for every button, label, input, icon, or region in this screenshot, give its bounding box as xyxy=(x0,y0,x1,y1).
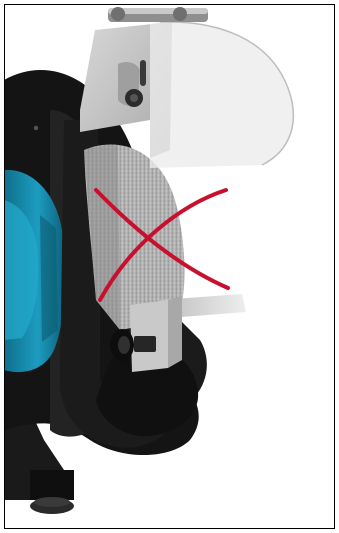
shield-hinge xyxy=(108,7,208,22)
eye-shield xyxy=(150,22,293,168)
tool-rest xyxy=(112,294,246,372)
